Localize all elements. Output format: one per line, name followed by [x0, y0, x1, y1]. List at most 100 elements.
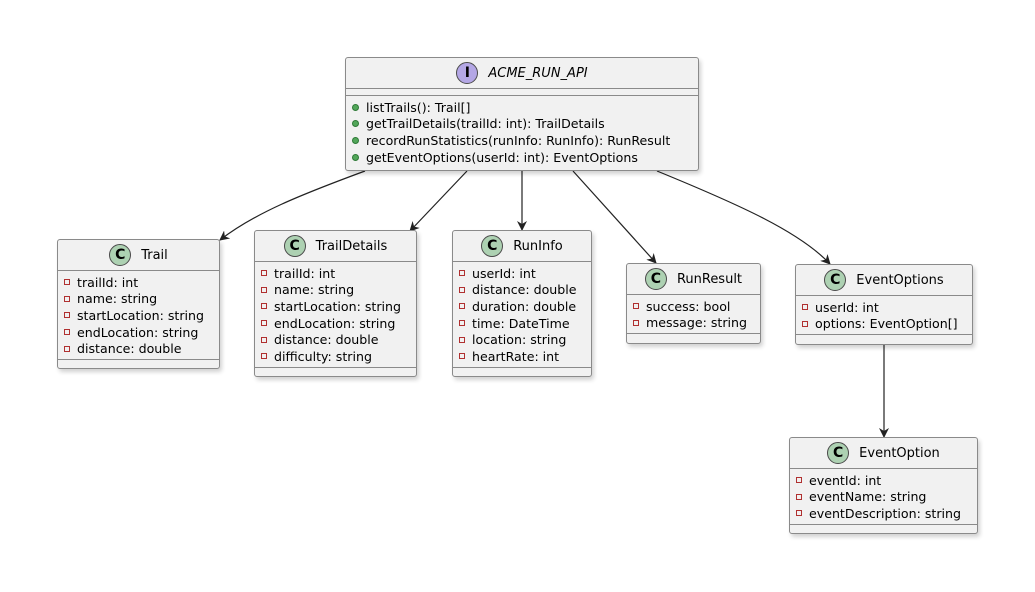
method-row: recordRunStatistics(runInfo: RunInfo): R… [352, 132, 698, 149]
method-row: listTrails(): Trail[] [352, 99, 698, 116]
class-fields-section: eventId: int eventName: string eventDesc… [790, 469, 977, 525]
field-row: duration: double [459, 298, 591, 315]
field-text: trailId: int [274, 265, 336, 281]
field-row: endLocation: string [261, 315, 416, 332]
interface-badge-icon: I [456, 62, 479, 84]
private-visibility-icon [64, 329, 70, 336]
field-row: distance: double [459, 282, 591, 299]
arrow-api-to-trail [219, 170, 366, 241]
field-row: location: string [459, 331, 591, 348]
class-header: C TrailDetails [255, 231, 416, 262]
class-runinfo: C RunInfo userId: int distance: double d… [452, 230, 592, 377]
field-row: eventName: string [796, 489, 977, 506]
private-visibility-icon [633, 303, 639, 310]
class-eventoptions: C EventOptions userId: int options: Even… [795, 264, 973, 345]
field-row: userId: int [802, 299, 972, 316]
class-fields-section: userId: int options: EventOption[] [796, 296, 972, 336]
field-row: heartRate: int [459, 348, 591, 365]
private-visibility-icon [459, 303, 465, 310]
method-row: getTrailDetails(trailId: int): TrailDeta… [352, 116, 698, 133]
class-methods-section [453, 368, 591, 374]
field-row: success: bool [633, 298, 760, 315]
field-text: endLocation: string [274, 315, 396, 331]
private-visibility-icon [802, 304, 808, 311]
field-row: eventDescription: string [796, 505, 977, 522]
class-badge-icon: C [827, 442, 850, 464]
field-text: userId: int [472, 265, 536, 281]
field-row: distance: double [64, 340, 219, 357]
private-visibility-icon [261, 320, 267, 327]
class-name: RunInfo [513, 238, 563, 254]
field-text: difficulty: string [274, 348, 372, 364]
class-name: EventOptions [856, 272, 944, 288]
interface-fields-section [346, 89, 698, 96]
method-signature: getTrailDetails(trailId: int): TrailDeta… [366, 116, 605, 132]
field-row: time: DateTime [459, 315, 591, 332]
interface-name: ACME_RUN_API [488, 65, 588, 81]
private-visibility-icon [796, 510, 802, 517]
private-visibility-icon [459, 336, 465, 343]
field-text: heartRate: int [472, 348, 560, 364]
arrow-api-to-runresult [572, 170, 657, 264]
private-visibility-icon [64, 295, 70, 302]
class-fields-section: trailId: int name: string startLocation:… [255, 262, 416, 368]
field-row: difficulty: string [261, 348, 416, 365]
private-visibility-icon [459, 353, 465, 360]
class-fields-section: trailId: int name: string startLocation:… [58, 271, 219, 360]
private-visibility-icon [802, 320, 808, 327]
class-eventoption: C EventOption eventId: int eventName: st… [789, 437, 978, 534]
class-fields-section: success: bool message: string [627, 295, 760, 335]
public-visibility-icon [352, 136, 359, 144]
field-text: endLocation: string [77, 324, 199, 340]
private-visibility-icon [64, 279, 70, 286]
class-methods-section [796, 335, 972, 341]
field-text: trailId: int [77, 274, 139, 290]
field-text: startLocation: string [274, 298, 401, 314]
field-text: name: string [77, 291, 158, 307]
class-runresult: C RunResult success: bool message: strin… [626, 263, 761, 344]
field-row: userId: int [459, 265, 591, 282]
class-badge-icon: C [109, 244, 132, 266]
private-visibility-icon [261, 286, 267, 293]
private-visibility-icon [459, 286, 465, 293]
public-visibility-icon [352, 153, 359, 161]
field-row: startLocation: string [64, 307, 219, 324]
method-signature: recordRunStatistics(runInfo: RunInfo): R… [366, 132, 671, 148]
field-text: eventDescription: string [809, 505, 961, 521]
field-row: trailId: int [64, 274, 219, 291]
field-row: options: EventOption[] [802, 316, 972, 333]
field-text: location: string [472, 332, 567, 348]
field-row: name: string [261, 282, 416, 299]
class-name: Trail [141, 247, 168, 263]
field-text: userId: int [815, 299, 879, 315]
field-row: startLocation: string [261, 298, 416, 315]
private-visibility-icon [64, 312, 70, 319]
method-signature: getEventOptions(userId: int): EventOptio… [366, 149, 638, 165]
arrow-api-to-eventoptions [656, 170, 831, 265]
field-text: message: string [646, 315, 747, 331]
class-methods-section [58, 360, 219, 366]
private-visibility-icon [64, 345, 70, 352]
class-methods-section [255, 368, 416, 374]
class-traildetails: C TrailDetails trailId: int name: string… [254, 230, 417, 377]
field-text: duration: double [472, 298, 577, 314]
private-visibility-icon [459, 320, 465, 327]
interface-acme-run-api: I ACME_RUN_API listTrails(): Trail[] get… [345, 57, 699, 171]
field-text: distance: double [472, 282, 577, 298]
class-trail: C Trail trailId: int name: string startL… [57, 239, 220, 369]
private-visibility-icon [261, 303, 267, 310]
field-text: name: string [274, 282, 355, 298]
field-text: distance: double [274, 332, 379, 348]
private-visibility-icon [459, 270, 465, 277]
class-header: C EventOption [790, 438, 977, 469]
class-header: C EventOptions [796, 265, 972, 296]
class-badge-icon: C [481, 235, 504, 257]
field-row: name: string [64, 291, 219, 308]
class-fields-section: userId: int distance: double duration: d… [453, 262, 591, 368]
class-badge-icon: C [644, 268, 667, 290]
interface-methods-section: listTrails(): Trail[] getTrailDetails(tr… [346, 96, 698, 167]
class-name: RunResult [676, 271, 743, 287]
method-row: getEventOptions(userId: int): EventOptio… [352, 149, 698, 166]
method-signature: listTrails(): Trail[] [366, 99, 471, 115]
